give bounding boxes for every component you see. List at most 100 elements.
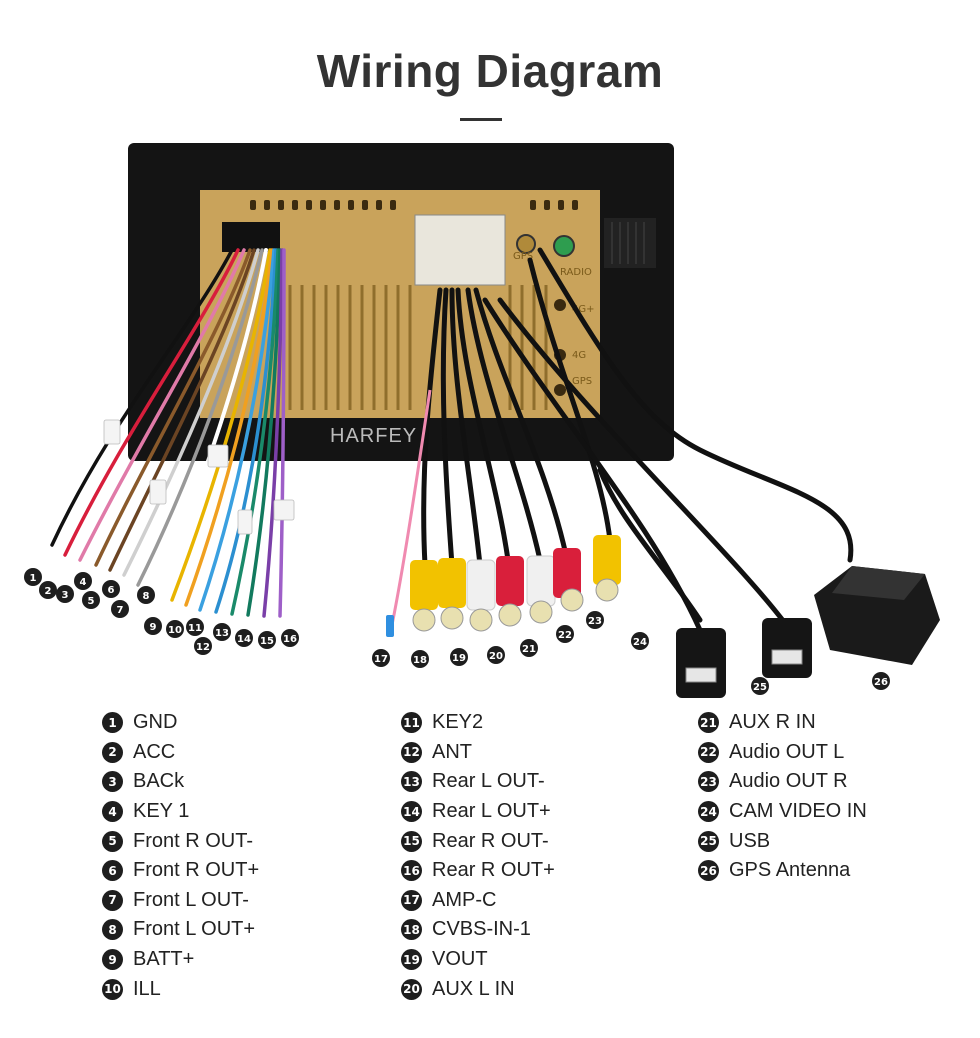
legend-label: VOUT	[432, 948, 488, 971]
gps-port	[516, 234, 536, 254]
legend-label: Audio OUT L	[729, 740, 845, 763]
callout-20: 20	[487, 646, 505, 664]
svg-text:21: 21	[522, 644, 536, 655]
legend-number: 4	[102, 801, 123, 823]
legend-label: Front L OUT-	[133, 888, 249, 911]
callout-5: 5	[82, 591, 100, 609]
vent-slots	[611, 222, 645, 264]
svg-text:9: 9	[150, 622, 157, 633]
legend-number: 24	[698, 801, 719, 823]
svg-text:3: 3	[62, 590, 69, 601]
svg-text:17: 17	[374, 654, 388, 665]
legend-label: ANT	[432, 740, 472, 763]
brand-logo: HARFEY	[330, 425, 417, 447]
callout-23: 23	[586, 611, 604, 629]
callout-21: 21	[520, 639, 538, 657]
legend-label: Front R OUT+	[133, 859, 260, 882]
page-title: Wiring Diagram	[316, 45, 664, 97]
wire-tags	[103, 419, 295, 535]
legend-label: AUX R IN	[729, 711, 816, 734]
rca-plugs	[410, 535, 621, 632]
legend-label: BATT+	[133, 948, 195, 971]
legend-label: CAM VIDEO IN	[729, 800, 867, 823]
legend-label: Rear L OUT-	[432, 770, 545, 793]
callout-14: 14	[235, 629, 253, 647]
gps-lower-port-label: GPS	[572, 376, 592, 387]
left-wire-harness	[50, 248, 286, 618]
callout-10: 10	[166, 620, 184, 638]
legend-number: 5	[102, 830, 123, 852]
radio-port-label: RADIO	[560, 267, 592, 278]
svg-text:19: 19	[452, 653, 466, 664]
legend-number: 19	[401, 949, 422, 971]
legend-number: 11	[401, 712, 422, 734]
legend-label: GPS Antenna	[729, 859, 851, 882]
svg-text:1: 1	[30, 573, 37, 584]
svg-text:7: 7	[117, 605, 124, 616]
title-underline	[460, 118, 502, 121]
callout-badges: 1 2 3 4 5 6 7 8 9 10 11 12 13 14 15 16 1…	[24, 568, 890, 695]
gps-antenna	[814, 566, 940, 665]
legend-label: KEY2	[432, 711, 484, 734]
usb-gps-cables	[482, 247, 854, 633]
callout-8: 8	[137, 586, 155, 604]
svg-text:18: 18	[413, 655, 427, 666]
legend-label: Front R OUT-	[133, 829, 254, 852]
wiring-diagram: GPS RADIO 4G+ 4G GPS HARFEY	[24, 143, 940, 698]
legend-item: 26 GPS Antenna	[698, 856, 867, 886]
callout-26: 26	[872, 672, 890, 690]
callout-15: 15	[258, 631, 276, 649]
left-harness-socket	[222, 222, 280, 252]
legend-number: 3	[102, 771, 123, 793]
legend-label: BACk	[133, 770, 185, 793]
svg-text:26: 26	[874, 677, 888, 688]
legend-item: 11 KEY2	[401, 708, 555, 738]
svg-text:5: 5	[88, 596, 95, 607]
legend-number: 13	[401, 771, 422, 793]
callout-22: 22	[556, 625, 574, 643]
legend-label: Front L OUT+	[133, 918, 256, 941]
callout-13: 13	[213, 623, 231, 641]
legend-number: 21	[698, 712, 719, 734]
legend-item: 24 CAM VIDEO IN	[698, 797, 867, 827]
callout-3: 3	[56, 585, 74, 603]
amp-c-wire	[390, 389, 432, 626]
svg-text:4: 4	[80, 577, 87, 588]
legend-item: 10 ILL	[102, 974, 259, 1004]
callout-9: 9	[144, 617, 162, 635]
svg-text:23: 23	[588, 616, 602, 627]
legend-label: Audio OUT R	[729, 770, 848, 793]
svg-text:25: 25	[753, 682, 767, 693]
legend-item: 5 Front R OUT-	[102, 826, 259, 856]
legend-label: AUX L IN	[432, 977, 515, 1000]
legend-number: 26	[698, 860, 719, 882]
legend-item: 3 BACk	[102, 767, 259, 797]
svg-text:12: 12	[196, 642, 210, 653]
legend-number: 18	[401, 919, 422, 941]
main-connector-block	[414, 214, 506, 286]
callout-12: 12	[194, 637, 212, 655]
svg-text:14: 14	[237, 634, 251, 645]
svg-text:24: 24	[633, 637, 647, 648]
legend-number: 10	[102, 978, 123, 1000]
legend-number: 9	[102, 949, 123, 971]
callout-24: 24	[631, 632, 649, 650]
callout-2: 2	[39, 581, 57, 599]
legend-label: Rear L OUT+	[432, 800, 551, 823]
legend-number: 15	[401, 830, 422, 852]
legend-label: ACC	[133, 740, 176, 763]
callout-6: 6	[102, 580, 120, 598]
legend-item: 9 BATT+	[102, 945, 259, 975]
legend-label: ILL	[133, 977, 161, 1000]
legend-number: 25	[698, 830, 719, 852]
